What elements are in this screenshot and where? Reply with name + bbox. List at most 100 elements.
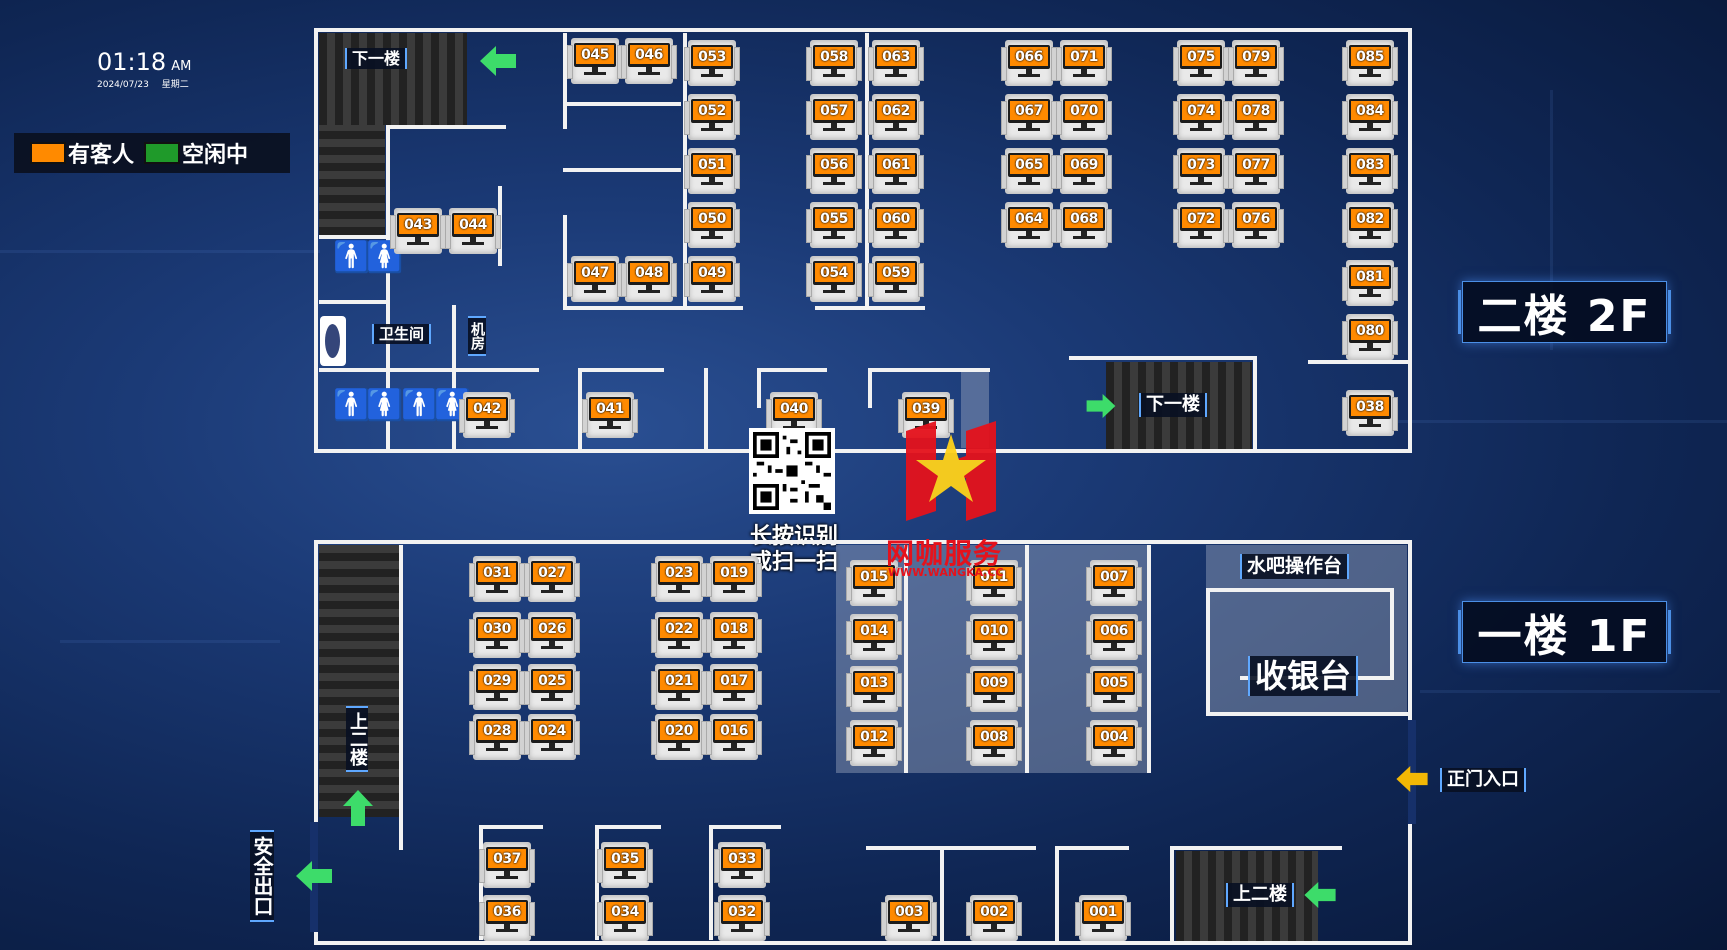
seat-013[interactable]: 013 — [846, 664, 902, 714]
seat-070[interactable]: 070 — [1056, 92, 1112, 142]
seat-065[interactable]: 065 — [1001, 146, 1057, 196]
seat-074[interactable]: 074 — [1173, 92, 1229, 142]
monitor-icon: 029 — [476, 669, 518, 693]
seat-002[interactable]: 002 — [966, 893, 1022, 943]
seat-063[interactable]: 063 — [868, 38, 924, 88]
seat-057[interactable]: 057 — [806, 92, 862, 142]
seat-060[interactable]: 060 — [868, 200, 924, 250]
seat-055[interactable]: 055 — [806, 200, 862, 250]
seat-082[interactable]: 082 — [1342, 200, 1398, 250]
seat-029[interactable]: 029 — [469, 662, 525, 712]
seat-048[interactable]: 048 — [621, 254, 677, 304]
seat-080[interactable]: 080 — [1342, 312, 1398, 362]
seat-016[interactable]: 016 — [706, 712, 762, 762]
seat-045[interactable]: 045 — [567, 36, 623, 86]
seat-number: 046 — [635, 46, 663, 63]
seat-046[interactable]: 046 — [621, 36, 677, 86]
seat-069[interactable]: 069 — [1056, 146, 1112, 196]
seat-053[interactable]: 053 — [684, 38, 740, 88]
qr-code-icon[interactable] — [749, 428, 835, 514]
seat-059[interactable]: 059 — [868, 254, 924, 304]
seat-028[interactable]: 028 — [469, 712, 525, 762]
seat-079[interactable]: 079 — [1228, 38, 1284, 88]
monitor-icon: 010 — [973, 619, 1015, 643]
seat-071[interactable]: 071 — [1056, 38, 1112, 88]
seat-038[interactable]: 038 — [1342, 388, 1398, 438]
seat-number: 006 — [1100, 622, 1128, 639]
seat-076[interactable]: 076 — [1228, 200, 1284, 250]
seat-003[interactable]: 003 — [881, 893, 937, 943]
seat-024[interactable]: 024 — [524, 712, 580, 762]
seat-043[interactable]: 043 — [390, 206, 446, 256]
seat-084[interactable]: 084 — [1342, 92, 1398, 142]
seat-020[interactable]: 020 — [651, 712, 707, 762]
seat-041[interactable]: 041 — [582, 390, 638, 440]
seat-number: 080 — [1356, 322, 1384, 339]
seat-014[interactable]: 014 — [846, 612, 902, 662]
seat-061[interactable]: 061 — [868, 146, 924, 196]
monitor-icon: 031 — [476, 561, 518, 585]
seat-011[interactable]: 011 — [966, 558, 1022, 608]
seat-001[interactable]: 001 — [1075, 893, 1131, 943]
seat-058[interactable]: 058 — [806, 38, 862, 88]
seat-073[interactable]: 073 — [1173, 146, 1229, 196]
seat-008[interactable]: 008 — [966, 718, 1022, 768]
seat-022[interactable]: 022 — [651, 610, 707, 660]
seat-017[interactable]: 017 — [706, 662, 762, 712]
seat-047[interactable]: 047 — [567, 254, 623, 304]
seat-081[interactable]: 081 — [1342, 258, 1398, 308]
seat-056[interactable]: 056 — [806, 146, 862, 196]
seat-025[interactable]: 025 — [524, 662, 580, 712]
seat-033[interactable]: 033 — [714, 840, 770, 890]
seat-number: 022 — [665, 620, 693, 637]
seat-021[interactable]: 021 — [651, 662, 707, 712]
seat-012[interactable]: 012 — [846, 718, 902, 768]
seat-006[interactable]: 006 — [1086, 612, 1142, 662]
seat-019[interactable]: 019 — [706, 554, 762, 604]
seat-062[interactable]: 062 — [868, 92, 924, 142]
seat-085[interactable]: 085 — [1342, 38, 1398, 88]
seat-031[interactable]: 031 — [469, 554, 525, 604]
seat-018[interactable]: 018 — [706, 610, 762, 660]
seat-026[interactable]: 026 — [524, 610, 580, 660]
seat-007[interactable]: 007 — [1086, 558, 1142, 608]
seat-027[interactable]: 027 — [524, 554, 580, 604]
seat-009[interactable]: 009 — [966, 664, 1022, 714]
seat-023[interactable]: 023 — [651, 554, 707, 604]
seat-042[interactable]: 042 — [459, 390, 515, 440]
seat-035[interactable]: 035 — [597, 840, 653, 890]
seat-078[interactable]: 078 — [1228, 92, 1284, 142]
legend-idle: 空闲中 — [182, 143, 249, 168]
seat-067[interactable]: 067 — [1001, 92, 1057, 142]
seat-072[interactable]: 072 — [1173, 200, 1229, 250]
seat-083[interactable]: 083 — [1342, 146, 1398, 196]
toilet-icon: 🚹🚺 — [333, 388, 404, 423]
seat-005[interactable]: 005 — [1086, 664, 1142, 714]
seat-051[interactable]: 051 — [684, 146, 740, 196]
seat-049[interactable]: 049 — [684, 254, 740, 304]
logo-icon — [896, 416, 1006, 526]
seat-068[interactable]: 068 — [1056, 200, 1112, 250]
seat-064[interactable]: 064 — [1001, 200, 1057, 250]
seat-034[interactable]: 034 — [597, 893, 653, 943]
seat-066[interactable]: 066 — [1001, 38, 1057, 88]
seat-077[interactable]: 077 — [1228, 146, 1284, 196]
monitor-icon: 060 — [875, 207, 917, 231]
seat-015[interactable]: 015 — [846, 558, 902, 608]
seat-050[interactable]: 050 — [684, 200, 740, 250]
seat-044[interactable]: 044 — [445, 206, 501, 256]
seat-number: 062 — [882, 102, 910, 119]
label-up-stairs-bottom: 上二楼 — [1226, 883, 1294, 907]
monitor-icon: 061 — [875, 153, 917, 177]
seat-number: 024 — [538, 722, 566, 739]
seat-054[interactable]: 054 — [806, 254, 862, 304]
seat-052[interactable]: 052 — [684, 92, 740, 142]
seat-075[interactable]: 075 — [1173, 38, 1229, 88]
seat-037[interactable]: 037 — [479, 840, 535, 890]
seat-number: 002 — [980, 903, 1008, 920]
seat-004[interactable]: 004 — [1086, 718, 1142, 768]
seat-010[interactable]: 010 — [966, 612, 1022, 662]
seat-030[interactable]: 030 — [469, 610, 525, 660]
seat-036[interactable]: 036 — [479, 893, 535, 943]
seat-032[interactable]: 032 — [714, 893, 770, 943]
